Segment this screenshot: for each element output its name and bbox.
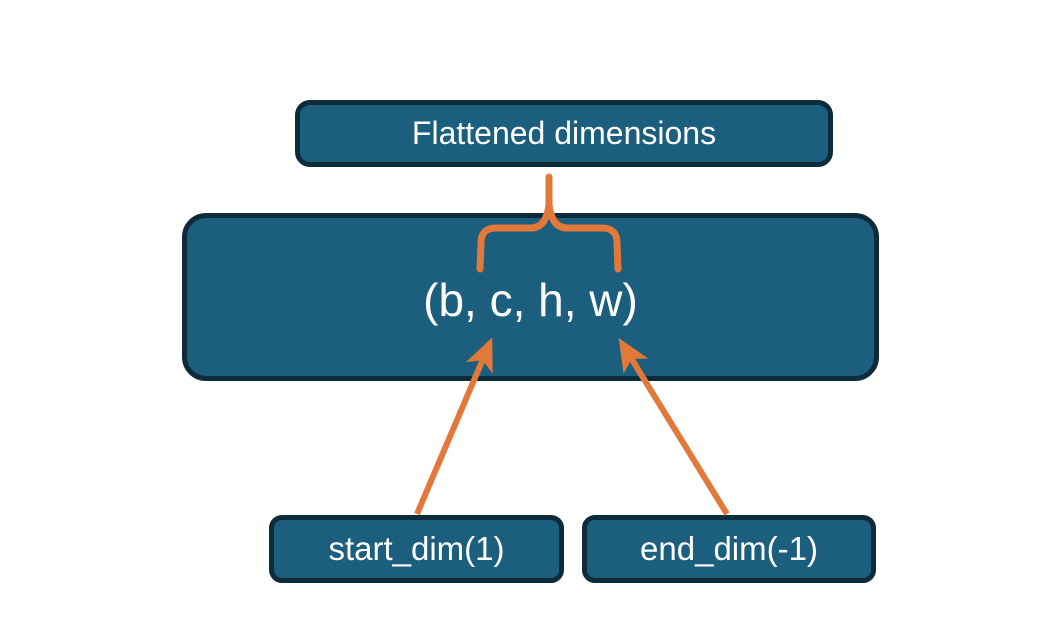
tensor-shape-label: (b, c, h, w) [423,274,638,326]
flattened-dimensions-label: Flattened dimensions [411,115,717,151]
start-dim-label: start_dim(1) [328,530,505,567]
node-flattened-dimensions: Flattened dimensions [295,100,833,167]
end-dim-label: end_dim(-1) [640,530,818,567]
node-tensor-shape: (b, c, h, w) [182,213,879,381]
node-start-dim: start_dim(1) [269,515,564,583]
node-end-dim: end_dim(-1) [582,515,876,583]
